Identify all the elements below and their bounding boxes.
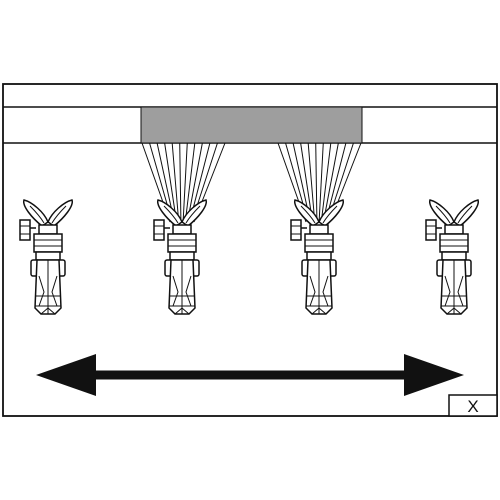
outer-frame (2, 83, 498, 417)
robot-figure-icon (425, 199, 480, 315)
spray-line (307, 142, 316, 223)
spray-line (184, 142, 196, 223)
spray-lines-icon (277, 142, 362, 223)
spray-line (164, 142, 178, 223)
spray-line (171, 142, 180, 223)
spray-line (322, 142, 339, 223)
figure-label-box (448, 394, 498, 417)
spray-line (320, 142, 332, 223)
spray-line (300, 142, 314, 223)
spray-line (315, 142, 318, 223)
robot-figure-icon (19, 199, 74, 315)
figure-label: X (467, 397, 478, 416)
robot-figure-icon (290, 199, 345, 315)
spray-line (318, 142, 324, 223)
light-panel (140, 106, 363, 144)
robot-figure-icon (153, 199, 208, 315)
spray-line (182, 142, 188, 223)
spray-lines-icon (141, 142, 226, 223)
spray-line (179, 142, 182, 223)
double-arrow-icon (36, 354, 464, 396)
spray-line (186, 142, 203, 223)
